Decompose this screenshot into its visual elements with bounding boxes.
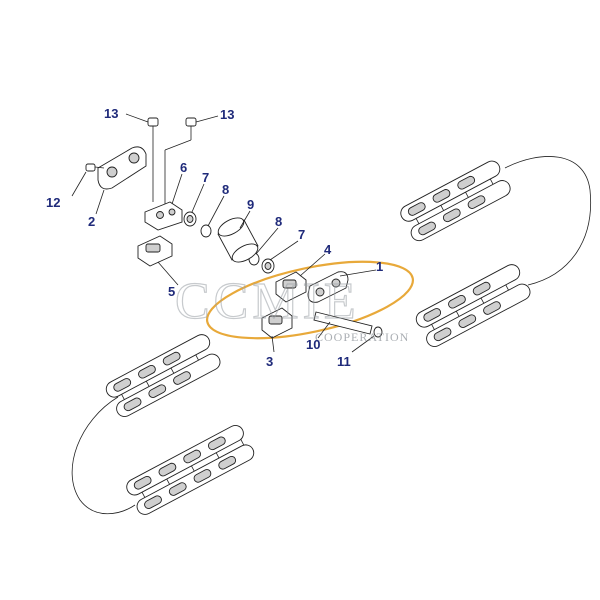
watermark-brand: CCMIE [175,273,360,330]
part-11-ring [373,326,383,338]
track-chain-lower-left [126,425,255,515]
label-10: 10 [306,337,320,352]
part-13-bolt-left [147,117,159,202]
track-chain-middle-left [105,334,221,417]
part-7-seal-lower [261,258,275,274]
label-8-upper: 8 [222,182,229,197]
part-4-link [275,271,307,303]
part-10-pin [313,311,373,335]
part-3-link [261,307,293,339]
chain-continuation-right [504,156,592,286]
track-chain-middle-right [415,264,531,347]
watermark-ring [205,260,415,340]
part-9-bushing [217,217,259,263]
label-3: 3 [266,354,273,369]
part-6-plate [144,201,183,231]
label-5: 5 [168,284,175,299]
part-7-seal-upper [183,211,197,227]
part-1-link [307,271,349,303]
label-8-lower: 8 [275,214,282,229]
watermark-subtitle: COOPERATION [315,330,409,344]
chain-continuation-left [71,396,136,515]
label-13-right: 13 [220,107,234,122]
part-8-spacer-upper [200,224,212,238]
part-2-link [97,146,147,190]
part-5-link [137,235,173,267]
label-7-lower: 7 [298,227,305,242]
part-12-bolt [85,163,105,172]
label-12: 12 [46,195,60,210]
track-chain-upper-right [400,160,511,242]
label-11: 11 [337,354,351,369]
label-1: 1 [376,259,383,274]
label-7-upper: 7 [202,170,209,185]
label-13-left: 13 [104,106,118,121]
label-4: 4 [324,242,332,257]
label-9: 9 [247,197,254,212]
leader-lines [71,113,377,353]
label-2: 2 [88,214,95,229]
label-6: 6 [180,160,187,175]
